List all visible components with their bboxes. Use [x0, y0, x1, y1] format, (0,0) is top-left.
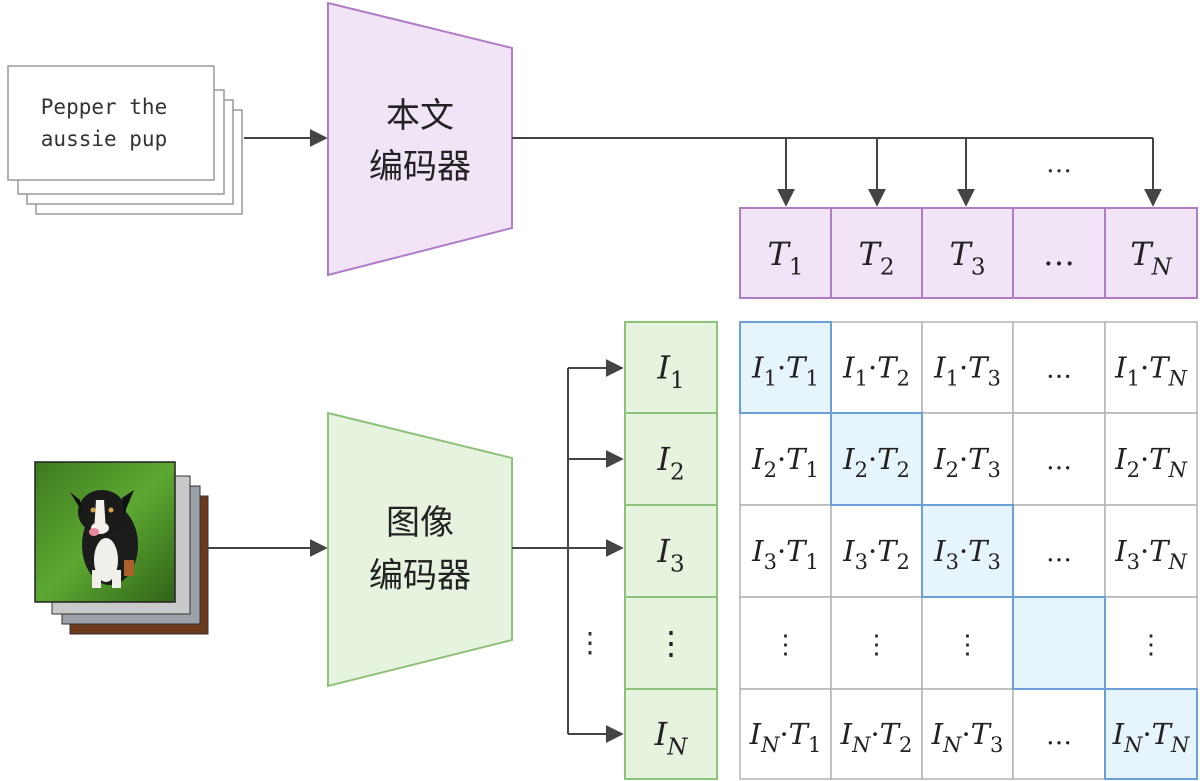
matrix-cell-diagonal [921, 504, 1014, 598]
text-token-label: T2 [859, 235, 895, 281]
matrix-cell-ellipsis: ⋮ [864, 630, 890, 660]
matrix-cell-label: IN·T1 [749, 717, 822, 757]
text-token-box [830, 207, 923, 299]
matrix-cell-label: I1·T2 [842, 351, 910, 391]
matrix-cell [739, 688, 832, 780]
matrix-cell-label: I3·TN [1114, 534, 1187, 574]
matrix-diagonal-outline [1012, 596, 1106, 690]
matrix-diagonal-outline [921, 504, 1014, 598]
image-encoder-output-lines: ⋮ [512, 359, 624, 743]
matrix-cell-ellipsis: … [1046, 446, 1072, 476]
matrix-cell-ellipsis: … [1046, 721, 1072, 751]
matrix-cell-label: I2·TN [1114, 442, 1187, 482]
text-token-label: TN [1130, 235, 1172, 281]
text-token-box [921, 207, 1014, 299]
matrix-cell-label: I1·TN [1114, 351, 1187, 391]
similarity-matrix: I1·T1 I1·T2 I1·T3 … I1·TN I2·T1 I2·T2 I2·T3 … I2·… [739, 321, 1198, 780]
text-token-box [739, 207, 832, 299]
matrix-cell [830, 688, 923, 780]
image-stack [34, 461, 209, 635]
image-encoder-label-1: 图像 [386, 503, 454, 543]
text-card-stack: Pepper the aussie pup [7, 65, 243, 215]
matrix-cell [921, 321, 1014, 414]
matrix-cell [1104, 596, 1198, 690]
image-token-box [624, 596, 718, 690]
matrix-cell-ellipsis: … [1046, 538, 1072, 568]
matrix-cell [1012, 321, 1106, 414]
matrix-cell [739, 504, 832, 598]
image-token-box [624, 688, 718, 780]
text-card [7, 65, 215, 181]
matrix-cell-label: I3·T1 [751, 534, 819, 574]
matrix-cell-label: IN·TN [1112, 717, 1190, 757]
matrix-diagonal-outline [739, 321, 832, 414]
matrix-cell-label: I1·T3 [933, 351, 1001, 391]
image-token-label: IN [654, 715, 689, 761]
text-card-line-2: aussie pup [41, 127, 167, 151]
dog-photo-icon [34, 461, 176, 603]
text-token-label: … [1043, 235, 1075, 273]
image-encoder-shape [327, 411, 513, 688]
matrix-cell-diagonal [830, 412, 923, 506]
matrix-cell-diagonal [1012, 596, 1106, 690]
image-token-label: I2 [656, 440, 684, 486]
image-token-label: I1 [656, 349, 684, 395]
text-token-box [1104, 207, 1198, 299]
matrix-cell-ellipsis: … [1046, 355, 1072, 385]
matrix-cell [830, 504, 923, 598]
matrix-cell-label: I2·T2 [842, 442, 910, 482]
text-encoder-shape [327, 1, 513, 277]
matrix-cell [739, 412, 832, 506]
image-output-ellipsis: ⋮ [576, 626, 604, 659]
matrix-cell [1012, 412, 1106, 506]
matrix-cell-label: IN·T2 [840, 717, 913, 757]
text-encoder-label-1: 本文 [386, 96, 454, 136]
matrix-cell-label: I1·T1 [751, 351, 819, 391]
matrix-cell-label: I3·T3 [933, 534, 1001, 574]
text-output-ellipsis: … [1046, 149, 1072, 179]
matrix-diagonal-outline [830, 412, 923, 506]
text-card-line-1: Pepper the [41, 95, 167, 119]
matrix-cell [830, 596, 923, 690]
matrix-diagonal-outline [1104, 688, 1198, 780]
matrix-cell-label: IN·T3 [931, 717, 1004, 757]
text-encoder: 本文 编码器 [327, 1, 513, 277]
matrix-cell-ellipsis: ⋮ [1138, 630, 1164, 660]
image-token-box [624, 321, 718, 414]
image-token-box [624, 504, 718, 598]
matrix-cell [921, 688, 1014, 780]
image-encoder: 图像 编码器 [327, 411, 513, 688]
matrix-cell [739, 596, 832, 690]
text-token-row: T1 T2 T3 … TN [739, 207, 1198, 299]
text-encoder-label-2: 编码器 [369, 147, 471, 187]
text-token-label: T1 [768, 235, 804, 281]
image-token-label: ⋮ [655, 624, 687, 662]
matrix-cell-ellipsis: ⋮ [955, 630, 981, 660]
image-encoder-label-2: 编码器 [369, 556, 471, 596]
matrix-cell [1104, 321, 1198, 414]
text-encoder-output-lines: … [512, 137, 1162, 207]
image-token-label: I3 [656, 532, 684, 578]
matrix-cell-label: I2·T3 [933, 442, 1001, 482]
text-token-label: T3 [950, 235, 986, 281]
matrix-cell-ellipsis: ⋮ [773, 630, 799, 660]
matrix-cell-label: I3·T2 [842, 534, 910, 574]
matrix-cell-label: I2·T1 [751, 442, 819, 482]
